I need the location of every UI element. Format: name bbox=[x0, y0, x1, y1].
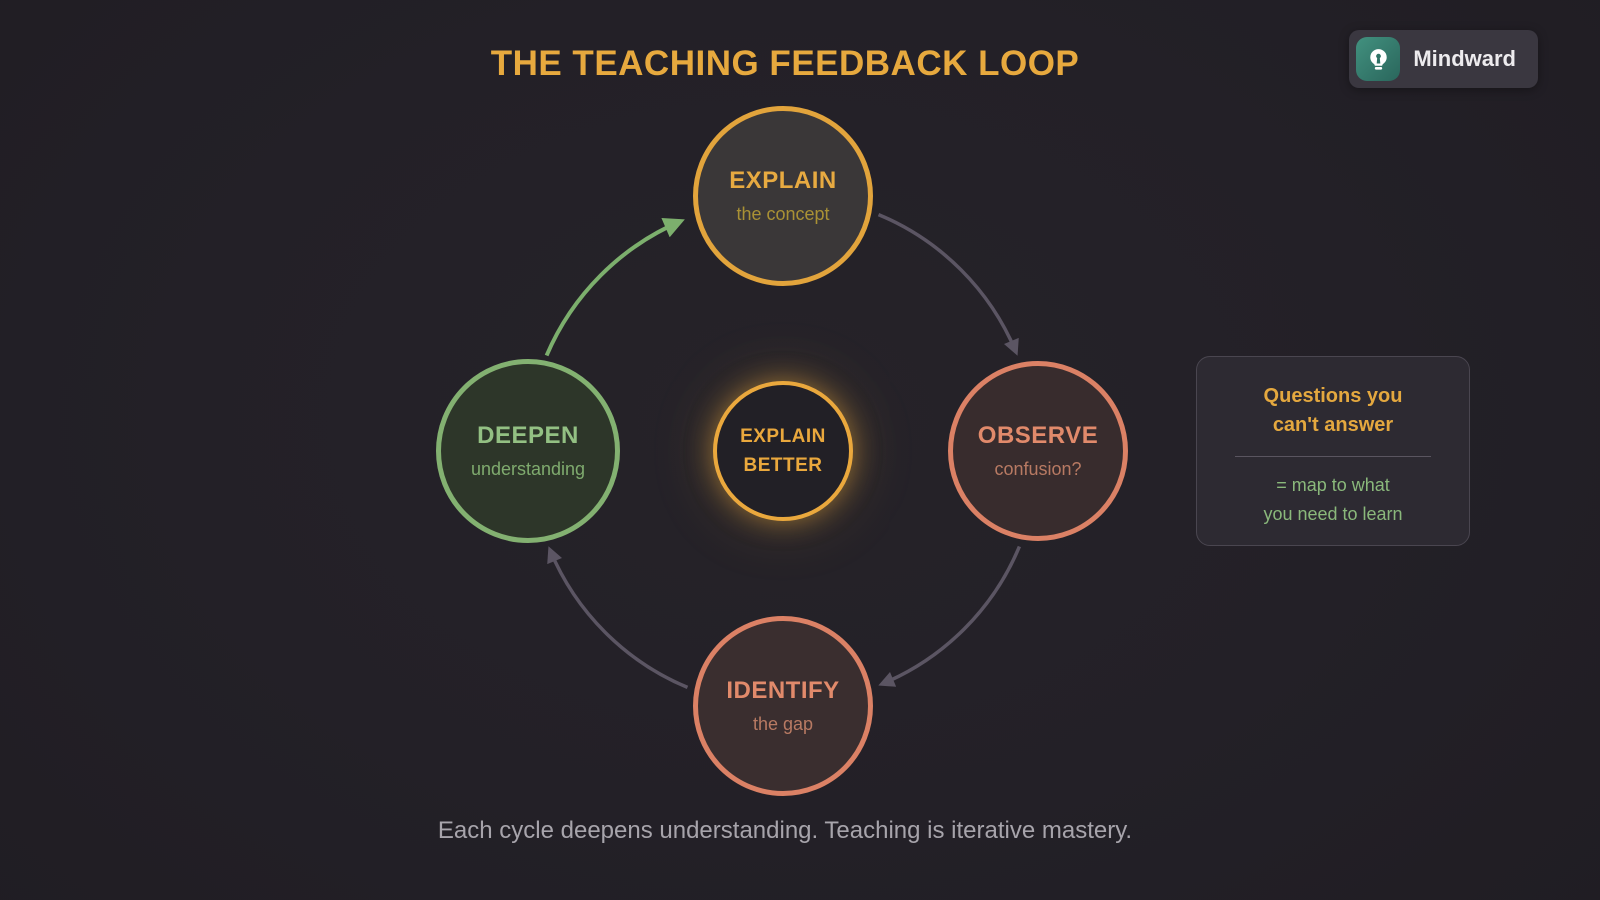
arrow-explain-to-observe bbox=[877, 212, 1019, 356]
node-deepen: DEEPEN understanding bbox=[436, 359, 620, 543]
panel-divider bbox=[1235, 456, 1431, 457]
mindward-brand-badge[interactable]: Mindward bbox=[1349, 30, 1538, 88]
arrow-observe-to-identify bbox=[878, 545, 1022, 687]
arrow-deepen-to-explain bbox=[544, 217, 685, 357]
node-observe: OBSERVE confusion? bbox=[948, 361, 1128, 541]
node-explain-better: EXPLAIN BETTER bbox=[713, 381, 853, 521]
node-identify-sublabel: the gap bbox=[752, 714, 814, 734]
lightbulb-icon bbox=[1356, 37, 1401, 81]
panel-title-line2: can't answer bbox=[1272, 414, 1394, 436]
node-observe-label: OBSERVE bbox=[977, 422, 1099, 449]
node-identify-label: IDENTIFY bbox=[726, 677, 840, 704]
footer-caption: Each cycle deepens understanding. Teachi… bbox=[437, 817, 1133, 844]
panel-title: Questions you can't answer bbox=[1197, 382, 1469, 440]
panel-body: = map to what you need to learn bbox=[1197, 471, 1469, 529]
node-explain-label: EXPLAIN bbox=[729, 167, 837, 194]
node-explain-better-line2: BETTER bbox=[743, 455, 823, 476]
questions-note-panel: Questions you can't answer = map to what… bbox=[1196, 356, 1470, 546]
panel-body-line1: = map to what bbox=[1276, 475, 1390, 495]
node-explain-better-line1: EXPLAIN bbox=[740, 425, 826, 447]
arrow-identify-to-deepen bbox=[547, 546, 689, 690]
brand-name: Mindward bbox=[1413, 46, 1516, 71]
node-deepen-label: DEEPEN bbox=[477, 422, 579, 449]
panel-body-line2: you need to learn bbox=[1263, 503, 1403, 524]
node-identify: IDENTIFY the gap bbox=[693, 616, 873, 796]
node-observe-sublabel: confusion? bbox=[994, 459, 1082, 479]
panel-title-line1: Questions you bbox=[1263, 385, 1403, 407]
node-explain: EXPLAIN the concept bbox=[693, 106, 873, 286]
node-explain-sublabel: the concept bbox=[736, 204, 830, 224]
page-title: THE TEACHING FEEDBACK LOOP bbox=[490, 44, 1080, 83]
node-deepen-sublabel: understanding bbox=[470, 459, 586, 479]
